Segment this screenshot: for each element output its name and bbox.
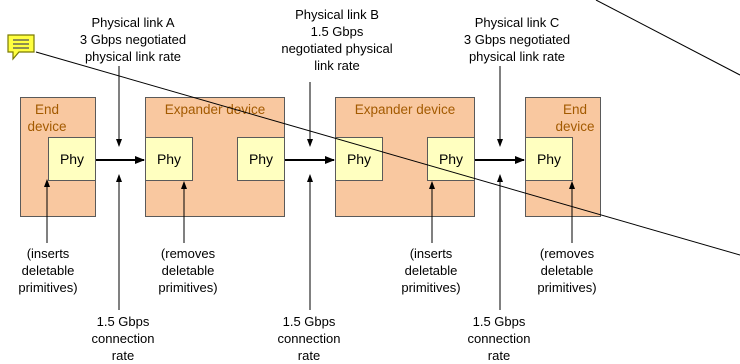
annotation-line-diagonal (35, 51, 740, 256)
phy-end-right: Phy (525, 137, 573, 181)
annotation-line-top (595, 0, 740, 76)
comment-note-icon[interactable] (6, 33, 36, 61)
connection-rate-b: 1.5 Gbps connection rate (277, 314, 341, 363)
phy-expander-1-right: Phy (237, 137, 285, 181)
note-removes-right: (removes deletable primitives) (537, 246, 597, 295)
link-b-label: Physical link B 1.5 Gbps negotiated phys… (281, 7, 393, 73)
note-removes-left: (removes deletable primitives) (158, 246, 218, 295)
end-device-left-label: End device (27, 102, 67, 134)
phy-end-left: Phy (48, 137, 96, 181)
phy-expander-2-right: Phy (427, 137, 475, 181)
expander-device-1-label: Expander device (164, 102, 266, 117)
link-c-label: Physical link C 3 Gbps negotiated physic… (463, 15, 571, 64)
phy-expander-2-left: Phy (335, 137, 383, 181)
connection-rate-a: 1.5 Gbps connection rate (91, 314, 155, 363)
note-inserts-left: (inserts deletable primitives) (18, 246, 78, 295)
connection-rate-c: 1.5 Gbps connection rate (467, 314, 531, 363)
expander-device-2-label: Expander device (354, 102, 456, 117)
note-inserts-right: (inserts deletable primitives) (401, 246, 461, 295)
link-a-label: Physical link A 3 Gbps negotiated physic… (79, 15, 187, 64)
end-device-right-label: End device (555, 102, 595, 134)
phy-expander-1-left: Phy (145, 137, 193, 181)
